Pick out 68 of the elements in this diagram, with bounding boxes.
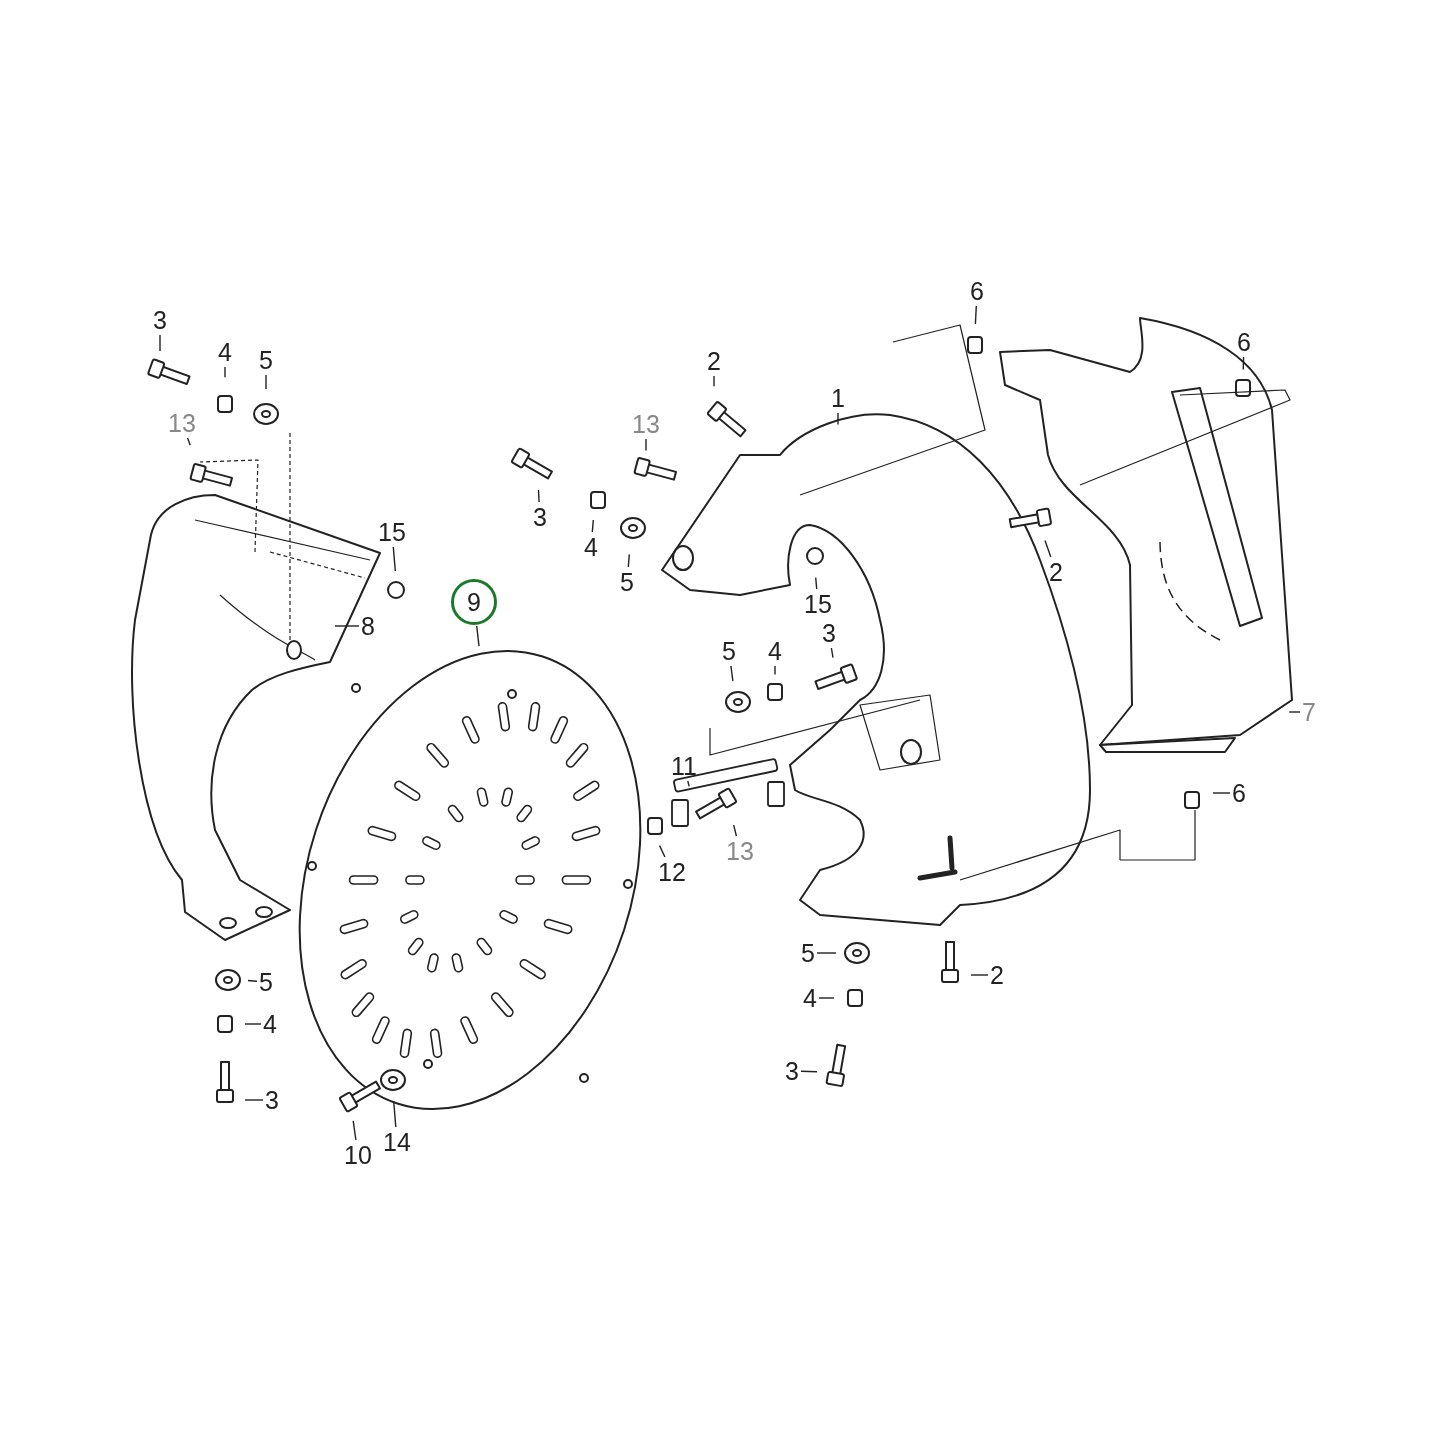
leader-line	[830, 647, 834, 659]
leader-line	[352, 1120, 357, 1141]
leader-line	[591, 519, 594, 533]
callout-number: 5	[259, 346, 273, 374]
callout-number: 5	[620, 568, 634, 596]
callout-number: 4	[263, 1010, 277, 1038]
callout-number: 4	[768, 637, 782, 665]
leader-line	[159, 334, 161, 352]
callout-number: 6	[1232, 779, 1246, 807]
callout-number: 5	[801, 939, 815, 967]
callout-number: 5	[259, 968, 273, 996]
callout-number: 15	[378, 518, 406, 546]
callout-number: 12	[658, 858, 686, 886]
leader-line	[1044, 539, 1052, 558]
callout-number: 14	[383, 1128, 411, 1156]
leader-line	[186, 437, 191, 446]
leader-line	[537, 489, 540, 503]
callout-number: 4	[584, 533, 598, 561]
leader-line	[774, 665, 776, 676]
leader-line	[816, 952, 837, 954]
leader-line	[713, 375, 715, 387]
leader-line	[244, 1099, 264, 1101]
leader-line	[334, 625, 360, 627]
leader-line	[645, 438, 647, 452]
leader-line	[658, 844, 666, 858]
callout-number: 15	[804, 590, 832, 618]
leader-line	[1212, 792, 1231, 794]
callout-number: 1	[831, 384, 845, 412]
callout-number: 2	[707, 347, 721, 375]
callout-number: 3	[533, 503, 547, 531]
leader-line	[818, 997, 835, 999]
callout-number: 4	[218, 338, 232, 366]
callout-number: 6	[1237, 328, 1251, 356]
leader-line	[244, 1023, 262, 1025]
callout-number: 13	[632, 410, 660, 438]
leader-line	[800, 1070, 818, 1073]
leader-line	[224, 366, 226, 378]
leader-line	[1242, 356, 1245, 371]
callout-number: 9	[451, 579, 497, 625]
leader-line	[970, 974, 989, 976]
callout-number: 5	[722, 637, 736, 665]
callout-number: 3	[785, 1057, 799, 1085]
leader-line	[476, 625, 480, 647]
callout-number: 7	[1302, 698, 1316, 726]
callout-number: 2	[1049, 558, 1063, 586]
leader-line	[265, 374, 267, 390]
leader-line	[627, 553, 630, 568]
leader-line	[730, 665, 734, 682]
callout-number: 6	[970, 277, 984, 305]
callout-number: 3	[265, 1086, 279, 1114]
leader-line	[1288, 711, 1301, 713]
callout-number: 10	[344, 1141, 372, 1169]
leader-line	[733, 824, 738, 837]
leader-line	[392, 546, 396, 572]
leader-line	[974, 305, 977, 325]
leader-line	[247, 979, 258, 982]
callout-number: 11	[671, 752, 697, 780]
callout-number: 13	[168, 409, 196, 437]
callout-number: 4	[803, 984, 817, 1012]
callout-number: 13	[726, 837, 754, 865]
leader-line	[687, 780, 690, 788]
leader-line	[837, 412, 839, 426]
callout-number: 3	[822, 619, 836, 647]
callout-number: 2	[990, 961, 1004, 989]
callout-number: 3	[153, 306, 167, 334]
leader-line	[393, 1100, 397, 1128]
callout-number: 8	[361, 612, 375, 640]
leader-line	[815, 576, 818, 590]
